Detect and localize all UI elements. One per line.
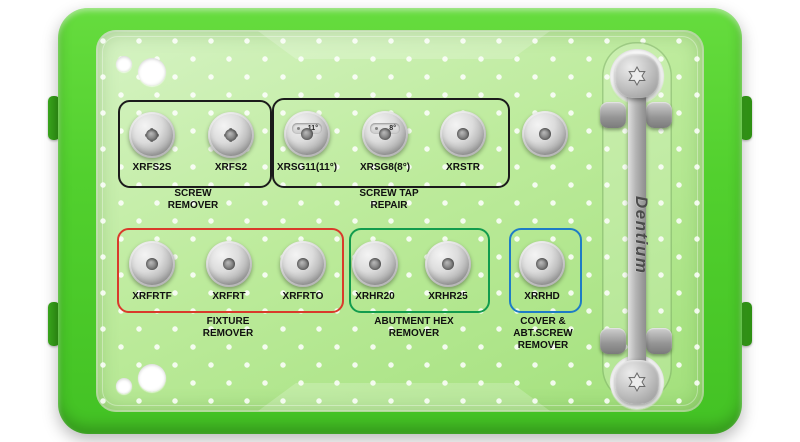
cross-slot-icon: [229, 128, 233, 142]
group-outline-screw-tap-repair: [272, 98, 510, 188]
caption-line: REMOVER: [388, 328, 440, 339]
tool-code-label: XRFRT: [212, 291, 246, 302]
tool-xrfs2s: [129, 112, 175, 158]
tool-xrstr: [440, 111, 486, 157]
tool-code-label: XRSG11(11°): [276, 162, 338, 173]
tool-xrsg11: 11°: [284, 111, 330, 157]
lid-ridge-top: [258, 31, 550, 59]
lid-ridge-bottom: [258, 383, 550, 411]
tool-code-label: XRSTR: [446, 162, 480, 173]
caption-line: COVER &: [520, 316, 566, 327]
corner-hole-small-top-left: [116, 56, 132, 72]
caption-line: REMOVER: [202, 328, 254, 339]
caption-line: ABT.SCREW: [513, 328, 573, 339]
group-outline-cover-abt-screw-remover: [509, 228, 582, 313]
tool-xrrhd: [519, 241, 565, 287]
wrench-holder-nub: [646, 328, 672, 354]
caption-line: SCREW: [174, 188, 212, 199]
kit-tray: 11° 8° XRFS2S XRFS2 XRSG11(11°) XRSG8(8°…: [96, 30, 704, 412]
group-caption-screw-tap-repair: SCREW TAP REPAIR: [329, 188, 449, 212]
tool-xrsg8: 8°: [362, 111, 408, 157]
tool-xrfrt: [206, 241, 252, 287]
case-latch-top-left: [48, 96, 60, 140]
corner-hole-small-bottom-left: [116, 378, 132, 394]
angle-mark: 8°: [370, 123, 400, 134]
tool-code-label: XRHR25: [428, 291, 468, 302]
tool-code-label: XRSG8(8°): [359, 162, 411, 173]
tool-code-label: XRHR20: [355, 291, 395, 302]
tool-xrhr25: [425, 241, 471, 287]
tool-xrhr20: [352, 241, 398, 287]
group-caption-cover-abt-screw-remover: COVER & ABT.SCREW REMOVER: [483, 316, 603, 352]
wrench-holder-nub: [646, 102, 672, 128]
tool-xrfrtf: [129, 241, 175, 287]
kit-case: 11° 8° XRFS2S XRFS2 XRSG11(11°) XRSG8(8°…: [58, 8, 742, 434]
wrench-holder-nub: [600, 102, 626, 128]
tool-code-label: XRFS2S: [132, 162, 172, 173]
corner-hole-bottom-left: [138, 364, 166, 392]
caption-line: REMOVER: [517, 340, 569, 351]
case-latch-bottom-right: [740, 302, 752, 346]
torque-wrench-shaft: [628, 76, 646, 382]
tool-unlabeled: [522, 111, 568, 157]
group-caption-abutment-hex-remover: ABUTMENT HEX REMOVER: [354, 316, 474, 340]
cross-slot-icon: [145, 133, 159, 137]
torx-star-icon: [628, 371, 646, 393]
caption-line: FIXTURE: [206, 316, 250, 327]
brand-logo-text: Dentium: [632, 195, 651, 275]
tool-xrfs2: [208, 112, 254, 158]
caption-line: REPAIR: [370, 200, 408, 211]
tool-code-label: XRFRTO: [282, 291, 324, 302]
caption-line: SCREW TAP: [359, 188, 419, 199]
case-latch-top-right: [740, 96, 752, 140]
corner-hole-top-left: [138, 58, 166, 86]
tool-code-label: XRFS2: [214, 162, 248, 173]
cross-slot-icon: [224, 133, 238, 137]
wrench-head-bottom: [615, 360, 659, 404]
caption-line: REMOVER: [167, 200, 219, 211]
caption-line: ABUTMENT HEX: [374, 316, 454, 327]
wrench-head-top: [615, 54, 659, 98]
wrench-holder-nub: [600, 328, 626, 354]
group-caption-screw-remover: SCREW REMOVER: [133, 188, 253, 212]
tool-xrfrto: [280, 241, 326, 287]
tool-code-label: XRFRTF: [132, 291, 172, 302]
tool-code-label: XRRHD: [524, 291, 560, 302]
group-outline-screw-remover: [118, 100, 272, 188]
torx-star-icon: [628, 65, 646, 87]
cross-slot-icon: [150, 128, 154, 142]
case-latch-bottom-left: [48, 302, 60, 346]
group-caption-fixture-remover: FIXTURE REMOVER: [168, 316, 288, 340]
group-outline-fixture-remover: [117, 228, 344, 313]
angle-mark: 11°: [292, 123, 322, 134]
group-outline-abutment-hex-remover: [349, 228, 490, 313]
